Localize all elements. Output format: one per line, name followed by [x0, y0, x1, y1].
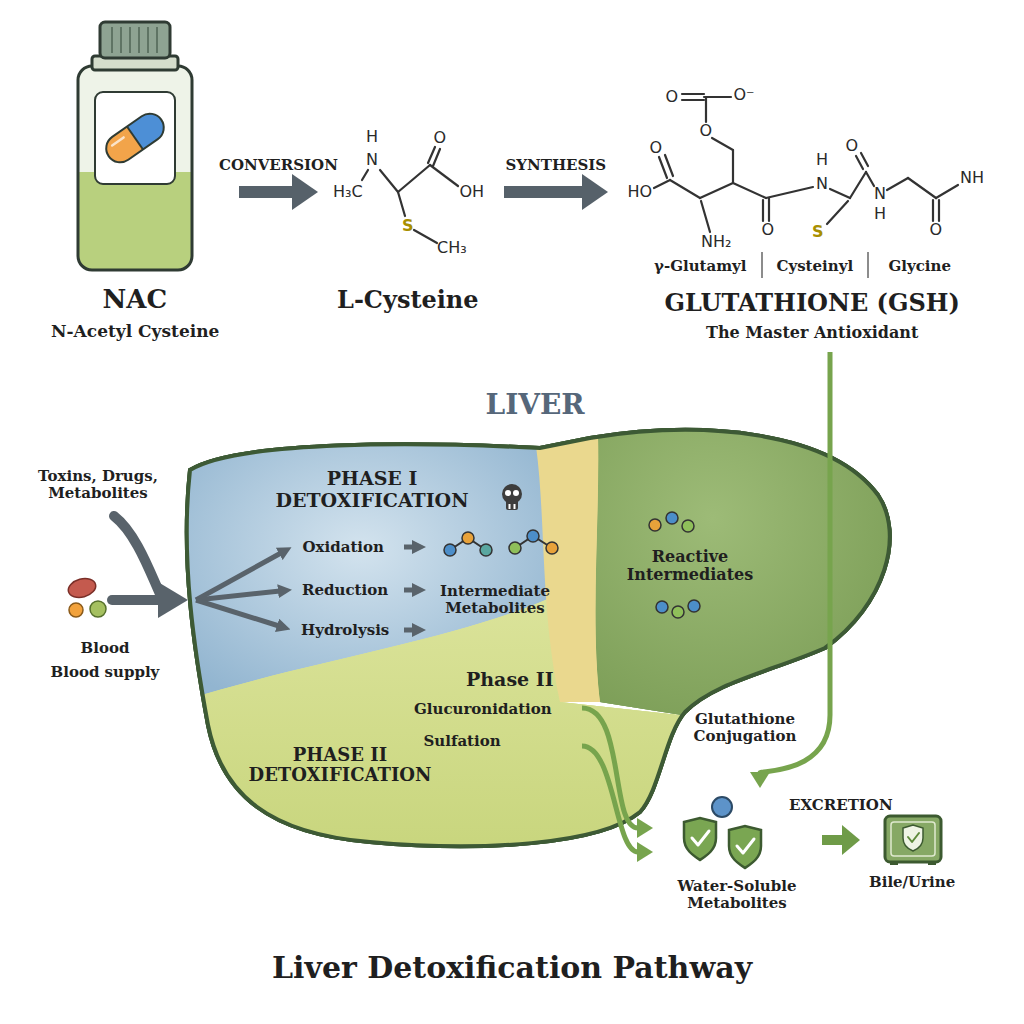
node-text: L-Cysteine	[337, 286, 479, 314]
node-text: PHASE I DETOXIFICATION	[252, 468, 492, 512]
connector-arrow	[504, 174, 608, 210]
text-label: Blood supply	[51, 664, 160, 681]
text-label: Oxidation	[303, 539, 384, 556]
text-label: Phase II	[466, 669, 554, 691]
arrow-head	[637, 818, 653, 838]
edge-label: CONVERSION	[219, 157, 338, 174]
edge-label: EXCRETION	[789, 797, 893, 814]
atom-label: O	[700, 122, 713, 140]
text-label: Blood	[81, 640, 130, 657]
text-label: γ-Glutamyl	[654, 258, 746, 275]
node-text: The Master Antioxidant	[706, 324, 918, 342]
liver-organ: LIVER PHASE I DETOXIFICATION PHASE II DE…	[180, 385, 910, 860]
text-label: Cysteinyl	[777, 258, 854, 275]
atom-label: HO	[628, 183, 653, 201]
atom-label: O	[846, 137, 859, 155]
toxin-inflow-arrow	[112, 516, 188, 618]
arrow-head	[637, 842, 653, 862]
arrow-head	[292, 174, 318, 210]
connector-line	[504, 186, 583, 198]
atom-label: N	[874, 185, 886, 203]
atom-label: NH	[960, 169, 984, 187]
atom-label: O	[930, 221, 943, 239]
text-label: Intermediate Metabolites	[430, 583, 560, 618]
arrow-head	[842, 825, 860, 855]
text-label: Reduction	[302, 582, 388, 599]
edge-label: SYNTHESIS	[506, 157, 607, 174]
blood-cells	[66, 576, 106, 617]
node-text: Bile/Urine	[869, 874, 955, 891]
atom-label: NH₂	[701, 233, 731, 251]
diagram-title: Liver Detoxification Pathway	[272, 951, 752, 986]
supplement-bottle: NAC N-Acetyl Cysteine	[35, 15, 235, 350]
node-text: N-Acetyl Cysteine	[51, 322, 219, 342]
text-label: Reactive Intermediates	[620, 548, 760, 585]
atom-label: OH	[460, 183, 485, 201]
atom-label: H	[816, 151, 828, 169]
text-label: Glucuronidation	[414, 701, 552, 718]
connector-arrow	[239, 174, 318, 210]
atom-label: H	[366, 128, 378, 146]
text-label: Glycine	[889, 258, 952, 275]
connector-line	[822, 835, 843, 845]
text-label: Toxins, Drugs, Metabolites	[23, 468, 173, 503]
text-label: Hydrolysis	[301, 622, 389, 639]
atom-label: O⁻	[734, 86, 755, 104]
glutathione-structure: GLUTATHIONE (GSH) The Master Antioxidant	[612, 78, 1012, 348]
atom-label: H	[874, 205, 886, 223]
cysteine-structure: L-Cysteine	[322, 105, 500, 320]
atom-label: CH₃	[437, 239, 467, 257]
connector-arrow	[822, 825, 860, 855]
node-text: LIVER	[486, 389, 585, 421]
atom-label: H₃C	[333, 183, 363, 201]
atom-label: O	[434, 129, 447, 147]
atom-label: O	[666, 88, 679, 106]
edge-label: Glutathione Conjugation	[680, 711, 810, 746]
arrow-head	[750, 772, 770, 788]
node-text: NAC	[103, 285, 168, 315]
atom-label: O	[762, 221, 775, 239]
node-text: Water-Soluble Metabolites	[662, 878, 812, 913]
atom-label: O	[650, 139, 663, 157]
text-label: Sulfation	[424, 733, 501, 750]
atom-label: N	[366, 151, 378, 169]
atom-label: S	[812, 223, 824, 241]
connector-line	[239, 186, 293, 198]
node-text: GLUTATHIONE (GSH)	[665, 289, 960, 317]
node-text: PHASE II DETOXIFICATION	[225, 745, 455, 786]
atom-label: N	[816, 175, 828, 193]
atom-label: S	[402, 217, 414, 235]
arrow-head	[582, 174, 608, 210]
